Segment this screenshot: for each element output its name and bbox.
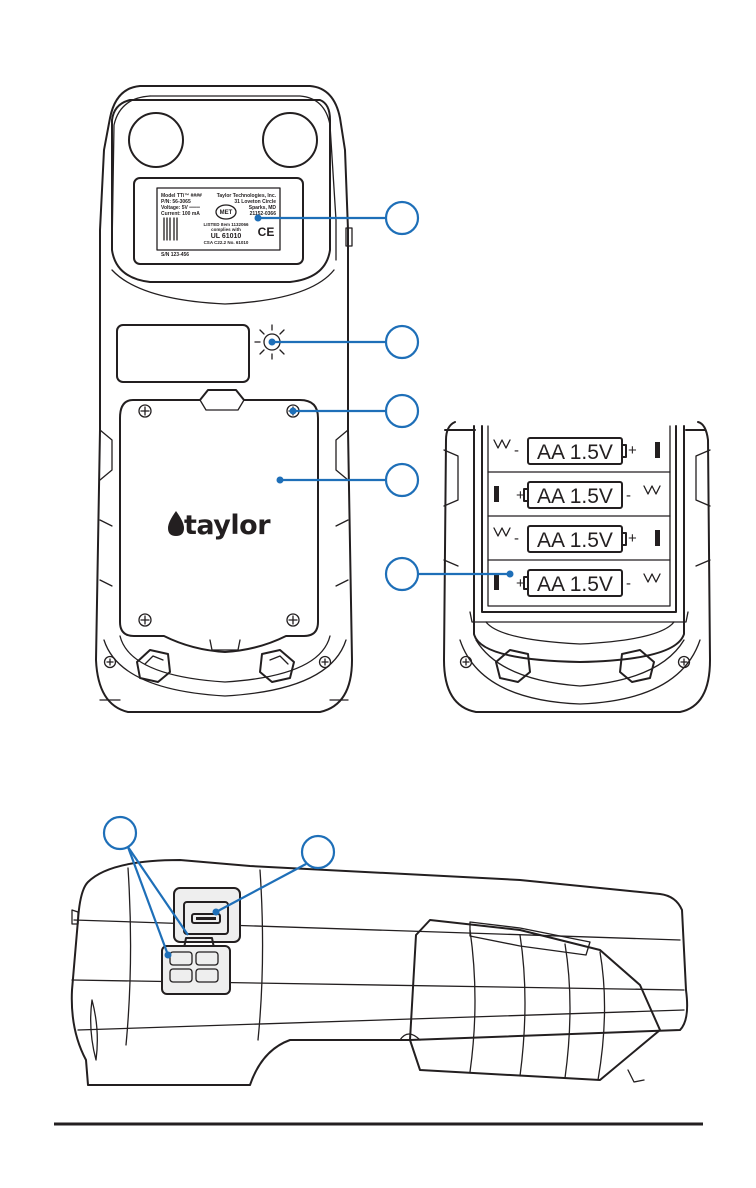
device-side-view (72, 860, 687, 1085)
nose-section (410, 920, 660, 1080)
svg-text:Current: 100 mA: Current: 100 mA (161, 211, 200, 217)
callout-circle-4 (386, 464, 418, 496)
callout-circle-1 (386, 202, 418, 234)
svg-text:+: + (628, 530, 637, 547)
battery-1: - AA 1.5V + (494, 438, 660, 464)
rating-label: Model TTi™ #### P/N: 56-3065 Voltage: 5V… (134, 178, 303, 264)
battery-2: + AA 1.5V - (494, 482, 660, 508)
bottom-feet (137, 650, 294, 682)
sensor-window (117, 325, 249, 382)
met-mark: MET (220, 210, 233, 216)
callout-circle-5 (386, 558, 418, 590)
svg-text:taylor: taylor (184, 510, 271, 541)
svg-text:-: - (626, 487, 631, 504)
ce-mark: CE (258, 225, 275, 239)
callout-circle-2 (386, 326, 418, 358)
battery-label: AA 1.5V (537, 573, 613, 596)
callout-circle-7 (302, 836, 334, 868)
right-bumper-foot (260, 650, 294, 682)
serial-number: S/N 123-456 (161, 252, 189, 258)
spring-contact-icon (644, 574, 660, 582)
left-foot (129, 113, 183, 167)
battery-label: AA 1.5V (537, 441, 613, 464)
spring-contact-icon (644, 486, 660, 494)
left-bumper-foot (137, 650, 170, 682)
water-drop-icon (168, 511, 184, 536)
battery-3: - AA 1.5V + (494, 526, 660, 552)
battery-label: AA 1.5V (537, 485, 613, 508)
battery-4: + AA 1.5V - (494, 570, 660, 596)
callouts (104, 202, 514, 959)
battery-compartment-view: - AA 1.5V + + AA 1.5V - - AA 1.5V + (444, 422, 710, 712)
screw-icon (287, 614, 299, 626)
svg-text:-: - (514, 442, 519, 459)
svg-text:21152-0366: 21152-0366 (250, 211, 277, 217)
screw-icon (139, 614, 151, 626)
corner-screw-icon (320, 657, 331, 668)
spring-contact-icon (494, 440, 510, 448)
svg-text:CSA C22.2 No. 61010: CSA C22.2 No. 61010 (204, 240, 249, 245)
spring-contact-icon (494, 528, 510, 536)
svg-text:complies with: complies with (211, 227, 241, 232)
svg-text:-: - (626, 575, 631, 592)
right-foot (263, 113, 317, 167)
svg-text:-: - (514, 530, 519, 547)
corner-screw-icon (461, 657, 472, 668)
svg-text:+: + (628, 442, 637, 459)
device-back-view: Model TTi™ #### P/N: 56-3065 Voltage: 5V… (96, 86, 352, 712)
callout-circle-3 (386, 395, 418, 427)
screw-icon (139, 405, 151, 417)
svg-text:UL 61010: UL 61010 (211, 233, 242, 240)
corner-screw-icon (105, 657, 116, 668)
callout-circle-6 (104, 817, 136, 849)
battery-label: AA 1.5V (537, 529, 613, 552)
taylor-logo: taylor (168, 510, 271, 541)
